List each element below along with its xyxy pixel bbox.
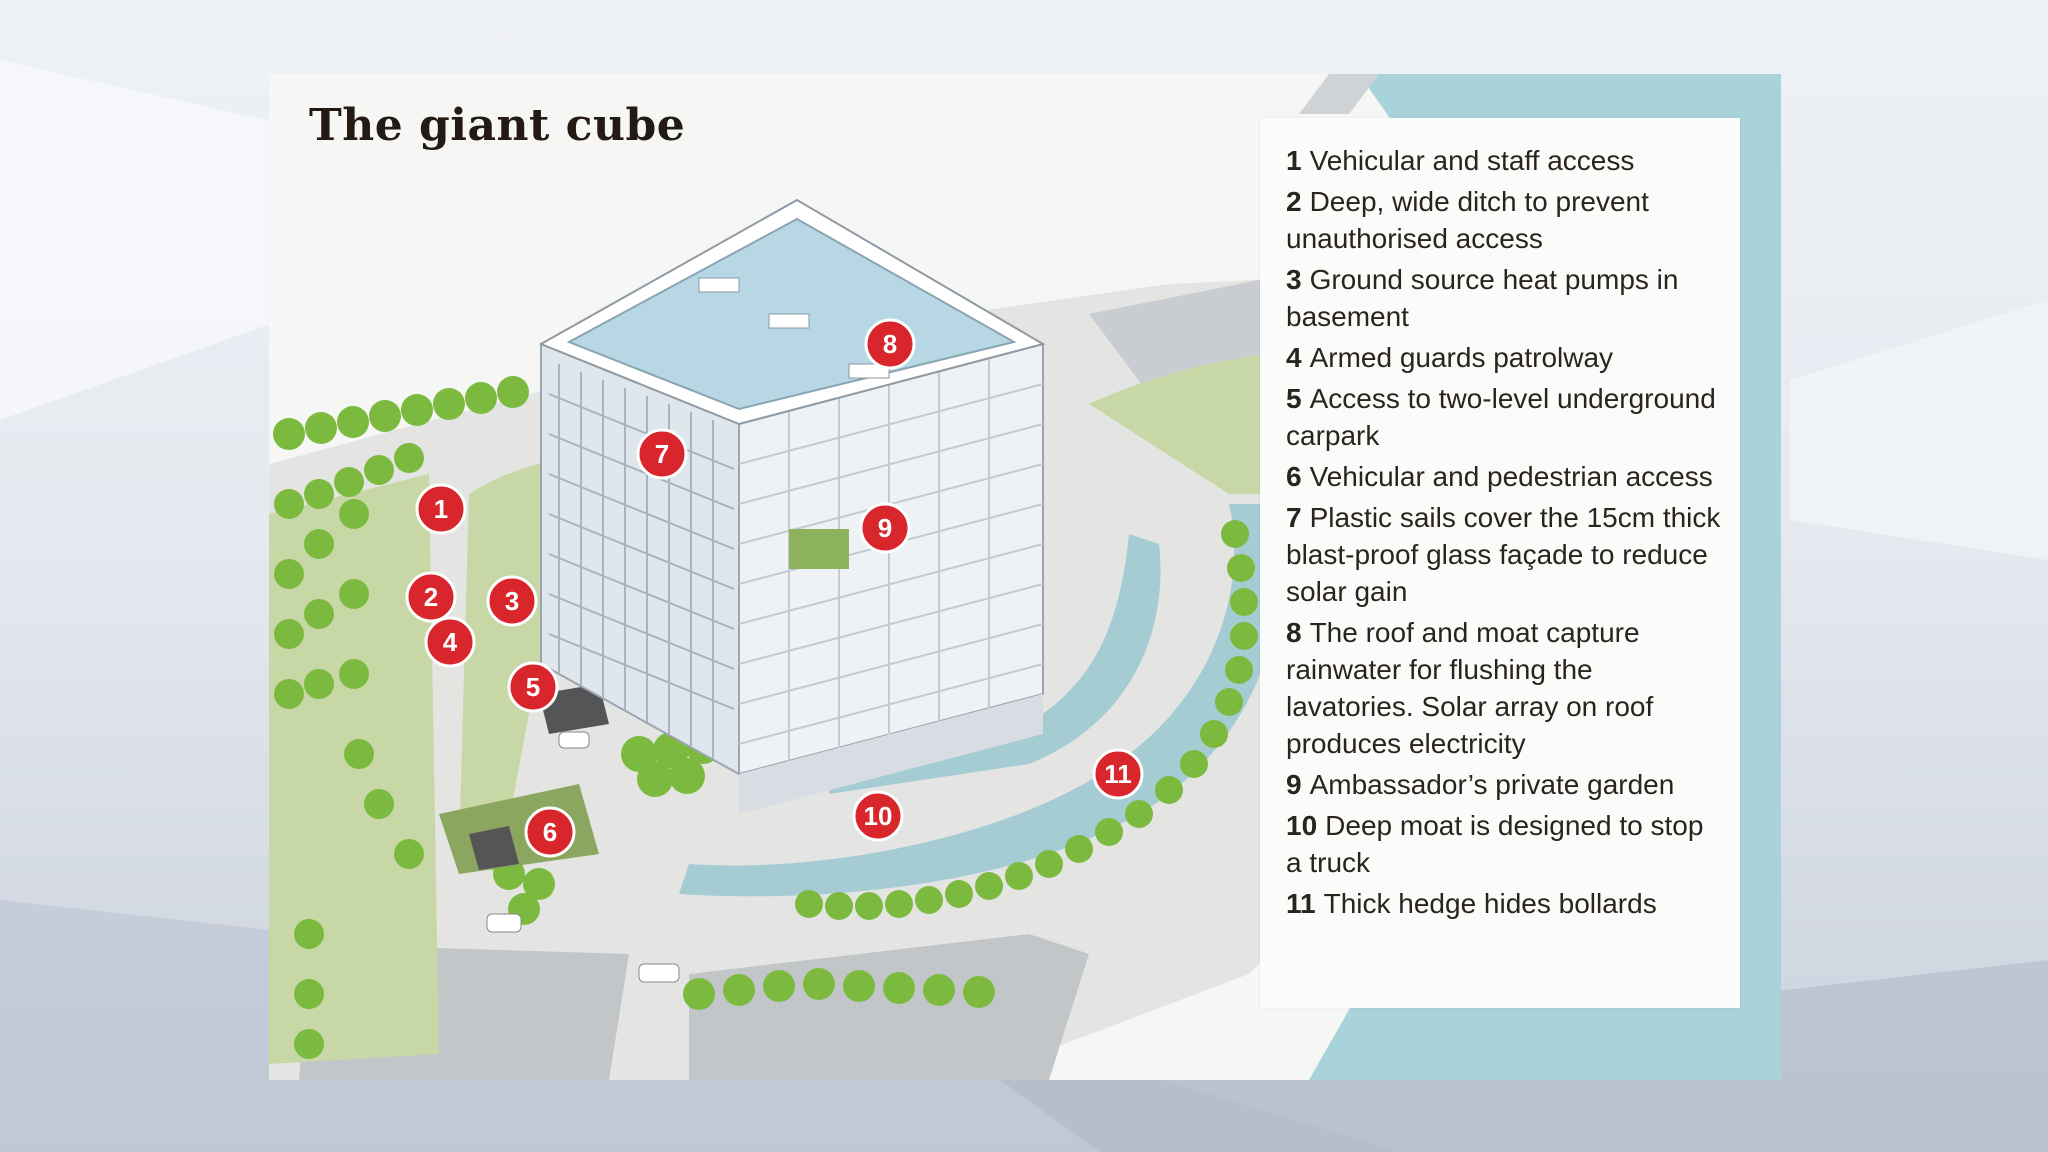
legend-text: The roof and moat capture rainwater for … xyxy=(1286,617,1654,759)
marker-4: 4 xyxy=(424,616,476,668)
legend-number: 1 xyxy=(1286,145,1302,176)
legend-number: 6 xyxy=(1286,461,1302,492)
marker-3: 3 xyxy=(486,575,538,627)
legend-number: 11 xyxy=(1286,888,1316,919)
marker-10: 10 xyxy=(852,790,904,842)
marker-6: 6 xyxy=(524,806,576,858)
car xyxy=(638,963,680,983)
cube-building xyxy=(538,198,1046,814)
legend-text: Ambassador’s private garden xyxy=(1309,769,1675,800)
car xyxy=(558,731,590,749)
legend-number: 5 xyxy=(1286,383,1302,414)
marker-label: 9 xyxy=(878,513,892,543)
hedge-trees xyxy=(795,520,1258,920)
markers: 1 2 3 4 5 6 7 8 9 10 11 xyxy=(405,318,1144,858)
legend-number: 2 xyxy=(1286,186,1302,217)
roof-units xyxy=(698,277,890,379)
legend-text: Vehicular and pedestrian access xyxy=(1309,461,1713,492)
diagram-title: The giant cube xyxy=(309,100,686,151)
legend-number: 9 xyxy=(1286,769,1302,800)
legend-text: Armed guards patrolway xyxy=(1309,342,1614,373)
marker-label: 1 xyxy=(434,494,448,524)
tree-rows-left xyxy=(273,376,529,1059)
legend-number: 8 xyxy=(1286,617,1302,648)
legend-text: Deep moat is designed to stop a truck xyxy=(1286,810,1704,878)
car xyxy=(486,913,522,933)
marker-label: 2 xyxy=(424,582,438,612)
marker-label: 8 xyxy=(883,329,897,359)
marker-5: 5 xyxy=(507,661,559,713)
marker-11: 11 xyxy=(1092,748,1144,800)
marker-1: 1 xyxy=(415,483,467,535)
road-edge xyxy=(1299,74,1379,114)
marker-7: 7 xyxy=(636,428,688,480)
marker-label: 4 xyxy=(443,627,458,657)
marker-label: 7 xyxy=(655,439,669,469)
carpark-entrance xyxy=(469,826,519,870)
legend-number: 3 xyxy=(1286,264,1302,295)
legend-number: 10 xyxy=(1286,810,1318,841)
legend-number: 4 xyxy=(1286,342,1302,373)
marker-label: 10 xyxy=(864,801,893,831)
parking-lot-right xyxy=(689,934,1089,1080)
legend-text: Deep, wide ditch to prevent unauthorised… xyxy=(1286,186,1649,254)
legend-text: Access to two-level underground carpark xyxy=(1286,383,1716,451)
moat xyxy=(679,504,1279,897)
marker-label: 11 xyxy=(1104,759,1132,789)
marker-9: 9 xyxy=(859,502,911,554)
legend-number: 7 xyxy=(1286,502,1302,533)
legend-text: Plastic sails cover the 15cm thick blast… xyxy=(1286,502,1721,607)
marker-2: 2 xyxy=(405,571,457,623)
legend-text: Ground source heat pumps in basement xyxy=(1286,264,1679,332)
marker-label: 5 xyxy=(526,672,540,702)
legend-text: Vehicular and staff access xyxy=(1309,145,1635,176)
marker-8: 8 xyxy=(864,318,916,370)
legend-text: Thick hedge hides bollards xyxy=(1323,888,1657,919)
infographic-panel: 1 2 3 4 5 6 7 8 9 10 11 The giant cube 1… xyxy=(269,74,1781,1080)
marker-label: 6 xyxy=(543,817,557,847)
moat-inner xyxy=(829,534,1161,794)
private-garden xyxy=(789,529,849,569)
marker-label: 3 xyxy=(505,586,519,616)
